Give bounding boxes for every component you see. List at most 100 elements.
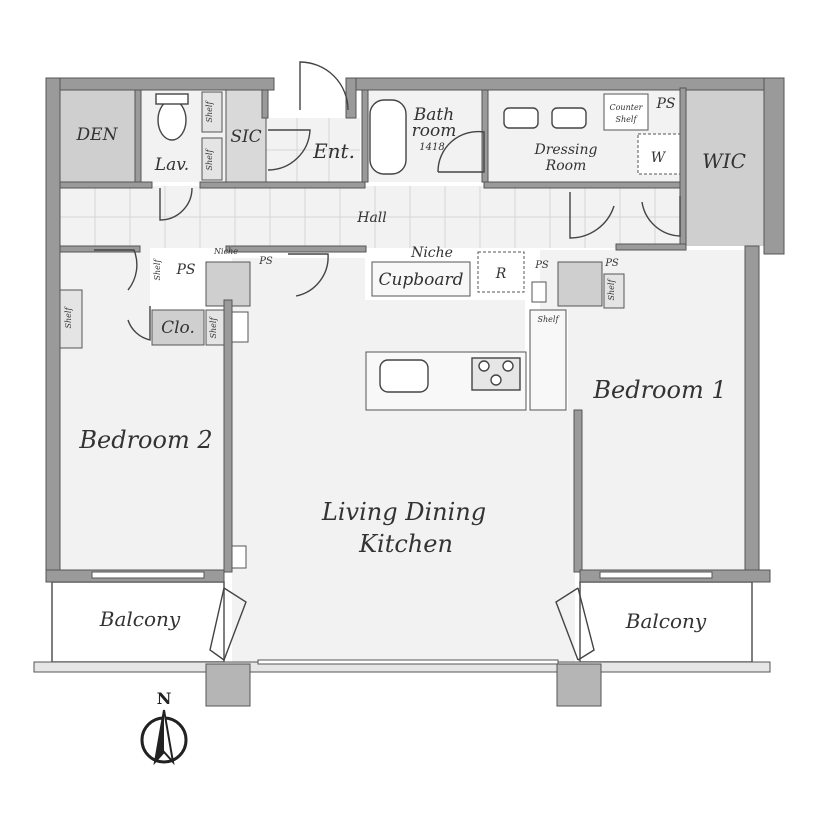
refrigerator-space xyxy=(477,251,525,293)
toilet-tank-icon xyxy=(155,93,189,105)
balcony-left-floor xyxy=(51,581,225,663)
sic-door xyxy=(267,129,311,171)
balcony-right-floor xyxy=(579,581,753,663)
ps-label-left2: PS xyxy=(258,256,273,267)
bed1-shelf xyxy=(603,273,625,309)
entrance-tiles xyxy=(265,118,360,182)
closet-label: Clo. xyxy=(161,318,195,338)
shelf-label-bed1: Shelf xyxy=(607,278,616,301)
wall-bed1-left xyxy=(573,409,583,573)
ldk-pillar xyxy=(231,545,247,569)
bed1-small-box xyxy=(531,281,547,303)
closet-door xyxy=(127,306,151,341)
windows xyxy=(91,571,713,579)
bed2-door xyxy=(94,249,138,291)
ent-label: Ent. xyxy=(312,139,355,163)
lav-door xyxy=(159,187,193,221)
vanity-sink-left-icon xyxy=(503,107,539,129)
refrigerator-label: R xyxy=(495,266,507,282)
ldk-small-box xyxy=(231,311,249,343)
wall-hall-top3 xyxy=(483,181,685,189)
wall-hall-bottom-right xyxy=(615,243,687,251)
fixture-labels: PS PS PS PS PS Niche Niche Shelf Shelf S… xyxy=(64,96,676,338)
column-right xyxy=(556,663,602,707)
window-bed1 xyxy=(599,571,713,579)
wall-den-right xyxy=(134,89,142,183)
bath-size-label: 1418 xyxy=(419,142,444,153)
cupboard-label: Cupboard xyxy=(378,270,463,290)
wall-top-left xyxy=(45,77,275,91)
hall-label: Hall xyxy=(356,210,387,226)
bath-door xyxy=(437,130,485,173)
ps-label-left: PS xyxy=(175,262,195,278)
niche-label-center: Niche xyxy=(410,245,453,261)
ldk-shelf xyxy=(529,309,567,411)
bath-label-line2: room xyxy=(412,121,457,141)
wall-wic-left xyxy=(679,87,687,249)
shelf-label-ldk: Shelf xyxy=(538,315,561,324)
bedroom2-floor xyxy=(60,248,225,570)
ps-label-dressing: PS xyxy=(655,96,675,112)
wic-floor xyxy=(686,88,764,246)
balcony-left-door xyxy=(209,587,247,661)
cupboard-block xyxy=(371,261,471,297)
window-ldk xyxy=(257,659,559,665)
balcony-right-door xyxy=(555,587,595,661)
ldk-label-line2: Kitchen xyxy=(358,530,453,558)
wall-right xyxy=(744,245,760,583)
bedroom1-label: Bedroom 1 xyxy=(592,376,726,404)
stove-icon xyxy=(471,357,521,391)
sic-label: SIC xyxy=(230,127,261,147)
wall-bath-right xyxy=(481,89,489,183)
balcony-right-label: Balcony xyxy=(625,609,707,633)
ps-label-right: PS xyxy=(534,260,549,271)
wall-hall-top2 xyxy=(199,181,366,189)
den-label: DEN xyxy=(76,125,119,145)
toilet-icon xyxy=(157,99,187,141)
window-bed2 xyxy=(91,571,205,579)
bathtub-icon xyxy=(369,99,407,175)
wall-sic-right xyxy=(261,89,269,119)
ps-right-block xyxy=(557,261,603,307)
wic-label: WIC xyxy=(702,149,746,173)
wall-left xyxy=(45,77,61,583)
wall-hall-bottom-left xyxy=(59,245,141,253)
dressing-label-line1: Dressing xyxy=(533,142,597,158)
compass-needle-half xyxy=(155,710,164,762)
wall-hall-bottom-mid xyxy=(225,245,367,253)
compass-north-label: N xyxy=(157,689,172,708)
column-left xyxy=(205,663,251,707)
dressing-label-line2: Room xyxy=(545,158,587,174)
bedroom1-floor xyxy=(540,250,745,570)
shelf-label-closet: Shelf xyxy=(209,316,218,339)
room-labels: DEN Lav. SIC Ent. Bath room 1418 Dressin… xyxy=(76,105,746,633)
island-sink-icon xyxy=(379,359,429,393)
walls xyxy=(45,77,785,665)
shelf-label-lav-top: Shelf xyxy=(205,100,214,123)
wic-door xyxy=(641,196,681,237)
hall-tiles xyxy=(60,186,685,248)
wall-bed2-right xyxy=(223,299,233,573)
den-floor xyxy=(60,90,135,182)
entrance-door xyxy=(299,61,349,111)
ps-label-right2: PS xyxy=(604,258,619,269)
ps-left-block xyxy=(205,261,251,307)
shelf-label-lav-bottom: Shelf xyxy=(205,148,214,171)
niche-label-left: Niche xyxy=(213,247,238,256)
counter-shelf-block xyxy=(603,93,649,131)
wall-entrance-right xyxy=(345,77,357,119)
fixtures xyxy=(155,93,587,393)
closet xyxy=(151,309,205,346)
dressing-door xyxy=(569,192,615,239)
balconies xyxy=(33,581,771,707)
washer-label: W xyxy=(651,150,667,166)
lav-label: Lav. xyxy=(154,155,189,175)
bedroom2-label: Bedroom 2 xyxy=(78,426,212,454)
wall-top-right xyxy=(353,77,785,91)
ldk-floor xyxy=(232,258,575,662)
balcony-left-label: Balcony xyxy=(99,607,181,631)
lav-shelf-top xyxy=(201,91,223,133)
ps-door xyxy=(288,253,329,297)
counter-shelf-line2: Shelf xyxy=(616,115,639,124)
